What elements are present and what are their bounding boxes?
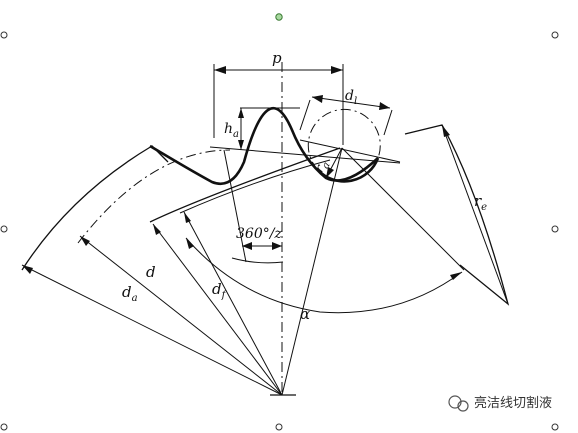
tooth-profile <box>149 106 379 186</box>
radius-da <box>21 264 283 396</box>
outer-body-outline <box>21 145 169 271</box>
d1-extension-left <box>299 99 311 131</box>
resize-handle-middle-left[interactable] <box>0 225 8 233</box>
roller-circle-solid <box>317 157 380 183</box>
resize-handle-top-right[interactable] <box>551 31 559 39</box>
label-d: d <box>146 263 156 281</box>
re-arrow <box>442 125 450 137</box>
ha-arrow-bottom <box>238 140 244 150</box>
root-arc <box>179 159 331 214</box>
angle-arc <box>231 257 284 264</box>
wechat-logo-icon-small <box>457 400 469 412</box>
alpha-arrow-left <box>186 238 194 249</box>
pitch-arc <box>77 149 231 244</box>
resize-handle-bottom-left[interactable] <box>0 423 8 431</box>
p-arrow-right <box>331 66 343 74</box>
label-df: df <box>212 280 228 301</box>
d1-extension-right <box>383 109 393 136</box>
label-p: p <box>272 49 282 67</box>
radius-inner <box>183 211 283 396</box>
resize-handle-top-left[interactable] <box>0 31 8 39</box>
alpha-arrow-right <box>450 272 462 280</box>
angle-leg-left <box>223 149 247 263</box>
label-angle: 360°/z <box>236 226 282 242</box>
radius-df <box>152 223 283 396</box>
re-radius <box>441 124 509 305</box>
roller-circle-dashed <box>307 108 381 171</box>
angle-arrow-left <box>242 242 252 250</box>
radius-d <box>79 235 283 396</box>
roller-centerline <box>299 139 401 163</box>
angle-arrow-right <box>272 242 282 250</box>
watermark-text: 亮洁线切割液 <box>474 395 552 411</box>
radius-to-roller <box>281 147 343 396</box>
label-da: da <box>122 283 138 304</box>
selection-handles[interactable] <box>0 13 559 431</box>
arrow-df <box>153 224 161 235</box>
label-alpha: α <box>300 305 310 323</box>
radius-alpha-right <box>341 147 465 271</box>
arrow-d <box>80 236 90 246</box>
d1-arrow-right <box>379 102 390 110</box>
ra-arrow <box>326 167 334 178</box>
ha-arrow-top <box>238 108 244 118</box>
arrow-inner <box>184 212 191 223</box>
re-outline <box>404 124 510 306</box>
label-re: re <box>474 192 487 213</box>
d1-dimension-line <box>311 96 391 109</box>
alpha-arc <box>185 237 463 314</box>
watermark: 亮洁线切割液 <box>448 395 552 412</box>
p-arrow-left <box>214 66 226 74</box>
d1-arrow-left <box>312 95 323 103</box>
arrow-da <box>22 265 33 274</box>
label-d1: dl <box>345 88 357 107</box>
resize-handle-middle-right[interactable] <box>551 225 559 233</box>
resize-handle-bottom-center[interactable] <box>275 423 283 431</box>
rotate-handle[interactable] <box>275 13 283 21</box>
resize-handle-bottom-right[interactable] <box>551 423 559 431</box>
label-ha: ha <box>224 121 239 140</box>
